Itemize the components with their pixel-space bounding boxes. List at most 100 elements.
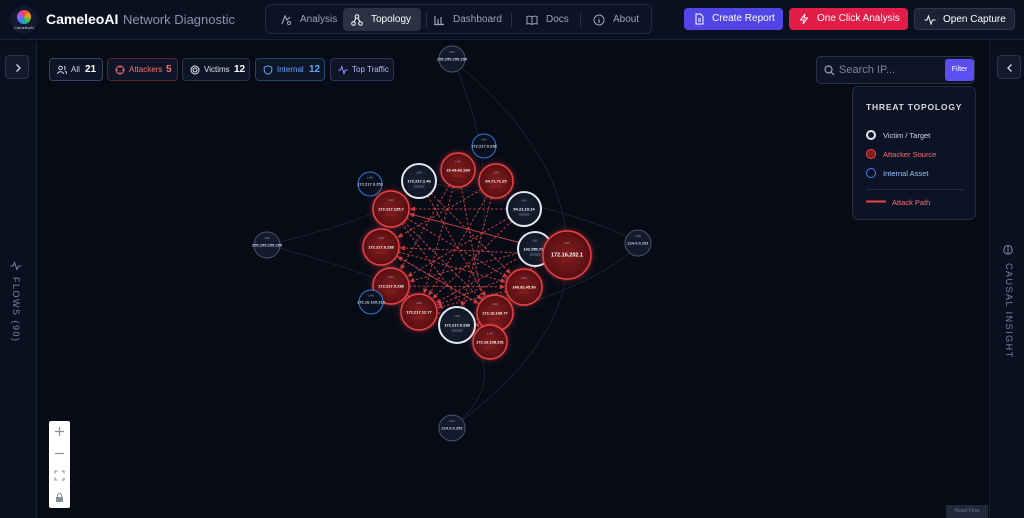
zoom-in-button[interactable]	[49, 421, 70, 442]
lock-button[interactable]	[49, 487, 70, 508]
brand-name: CameleoAI	[46, 11, 119, 27]
attack-path[interactable]	[460, 197, 493, 307]
victim-marker-icon	[866, 130, 876, 140]
filter-all-label: All	[71, 65, 80, 74]
expand-insight-button[interactable]	[997, 55, 1021, 79]
pulse-icon	[924, 14, 936, 26]
attack-path[interactable]	[397, 189, 482, 238]
plus-icon	[55, 427, 64, 436]
attack-path[interactable]	[397, 256, 480, 305]
filter-all-count: 21	[85, 64, 97, 75]
expand-flows-button[interactable]	[5, 55, 29, 79]
flows-label[interactable]: FLOWS (90)	[11, 277, 21, 343]
attack-path[interactable]	[422, 186, 454, 294]
filter-victims[interactable]: Victims 12	[182, 58, 250, 81]
open-capture-button[interactable]: Open Capture	[914, 8, 1015, 30]
topology-graph[interactable]: LAN255.255.255.255LAN172.217.0.238LAN23.…	[38, 41, 988, 518]
attack-path[interactable]	[428, 195, 488, 296]
one-click-analysis-button[interactable]: One Click Analysis	[789, 8, 908, 30]
attack-path[interactable]	[435, 256, 521, 303]
attack-path[interactable]	[396, 255, 479, 304]
node-circle	[438, 45, 466, 73]
node-type-label: LAN	[368, 294, 373, 298]
filter-top-traffic[interactable]: Top Traffic	[330, 58, 394, 81]
attack-path[interactable]	[398, 251, 506, 283]
main-nav: Analysis Topology Dashboard Docs About	[265, 4, 652, 34]
attack-path[interactable]	[430, 192, 511, 274]
node-type-label: LAN	[532, 238, 537, 242]
node-circle	[472, 324, 508, 360]
node-circle	[505, 268, 543, 306]
react-flow-attribution[interactable]: React Flow	[946, 505, 988, 518]
attack-path[interactable]	[432, 220, 513, 299]
node-type-label: LAN	[455, 159, 460, 163]
zoom-controls	[49, 421, 70, 508]
search-input[interactable]	[839, 62, 939, 78]
node-circle	[253, 231, 281, 259]
zoom-out-button[interactable]	[49, 443, 70, 464]
filter-top-traffic-label: Top Traffic	[352, 65, 389, 74]
tab-docs[interactable]: Docs	[518, 8, 574, 31]
minus-icon	[55, 452, 64, 455]
tab-topology[interactable]: Topology	[343, 8, 421, 31]
legend-victim-label: Victim / Target	[883, 131, 931, 140]
attack-path[interactable]	[408, 284, 506, 290]
tab-topology-label: Topology	[371, 14, 412, 25]
create-report-button[interactable]: Create Report	[684, 8, 783, 30]
graph-node[interactable]: LAN 224.0.0.252	[438, 414, 466, 442]
node-ip-label: 255.255.255.255	[437, 57, 468, 62]
node-type-label: LAN	[449, 419, 454, 423]
attack-path[interactable]	[406, 217, 508, 278]
node-type-label: LAN	[388, 198, 393, 202]
attack-path[interactable]	[401, 223, 480, 328]
attack-path[interactable]	[427, 195, 486, 297]
node-ip-label: 255.255.255.255	[252, 243, 283, 248]
node-type-label: LAN	[481, 138, 486, 142]
node-circle	[372, 267, 410, 305]
tab-dashboard[interactable]: Dashboard	[425, 8, 507, 31]
node-type-label: LAN	[454, 314, 459, 318]
tab-about[interactable]: About	[585, 8, 647, 31]
causal-insight-label[interactable]: CAUSAL INSIGHT	[1004, 263, 1014, 359]
filter-internal[interactable]: Internal 12	[255, 58, 325, 81]
node-badge	[451, 329, 463, 332]
filter-all[interactable]: All 21	[49, 58, 103, 81]
filter-attackers[interactable]: Attackers 5	[107, 58, 178, 81]
graph-node[interactable]: LAN 255.255.255.255	[252, 231, 283, 259]
node-type-label: LAN	[487, 331, 492, 335]
node-type-label: LAN	[388, 275, 393, 279]
nav-divider	[426, 13, 427, 27]
node-type-label: LAN	[264, 236, 269, 240]
filter-button[interactable]: Filter	[945, 59, 974, 81]
node-type-label: LAN	[493, 170, 498, 174]
docs-icon	[526, 15, 538, 26]
logo[interactable]: CameleoAI	[10, 6, 38, 34]
node-circle	[478, 163, 514, 199]
node-ip-label: 172.217.2.46	[407, 179, 431, 184]
attack-path[interactable]	[409, 252, 519, 283]
node-ip-label: 224.0.0.252	[441, 426, 463, 431]
attack-path[interactable]	[407, 217, 510, 277]
tab-analysis[interactable]: Analysis	[272, 8, 338, 31]
node-circle	[438, 306, 476, 344]
graph-node[interactable]: LAN 172.16.169.77	[475, 293, 515, 333]
node-badge	[413, 316, 425, 319]
node-ip-label: 172.16.169.77	[482, 311, 508, 316]
fit-view-button[interactable]	[49, 465, 70, 486]
